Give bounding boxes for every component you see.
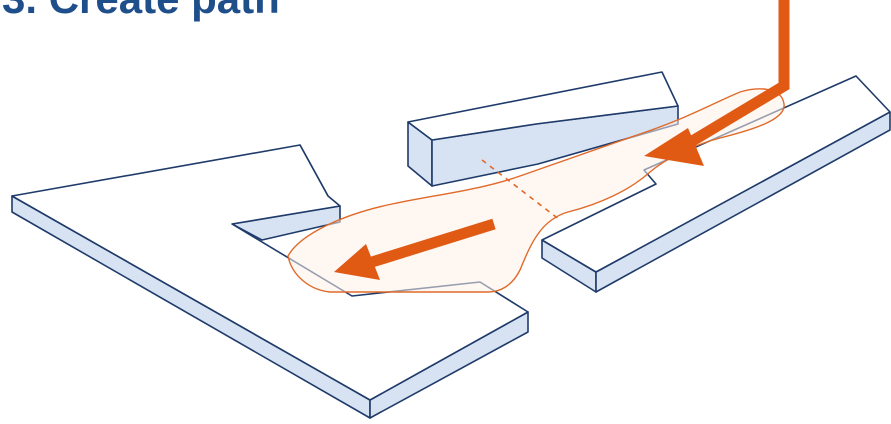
top-block-top-face xyxy=(407,71,679,141)
path-region-outline xyxy=(287,88,785,293)
path-centerline xyxy=(481,159,561,221)
top-middle-block xyxy=(407,71,679,187)
page-title: 3. Create path xyxy=(2,0,280,20)
right-long-block xyxy=(541,75,891,293)
arrow-left-icon xyxy=(334,218,496,280)
arrow-down-left-icon xyxy=(644,0,790,166)
right-block-top-face xyxy=(541,75,891,273)
